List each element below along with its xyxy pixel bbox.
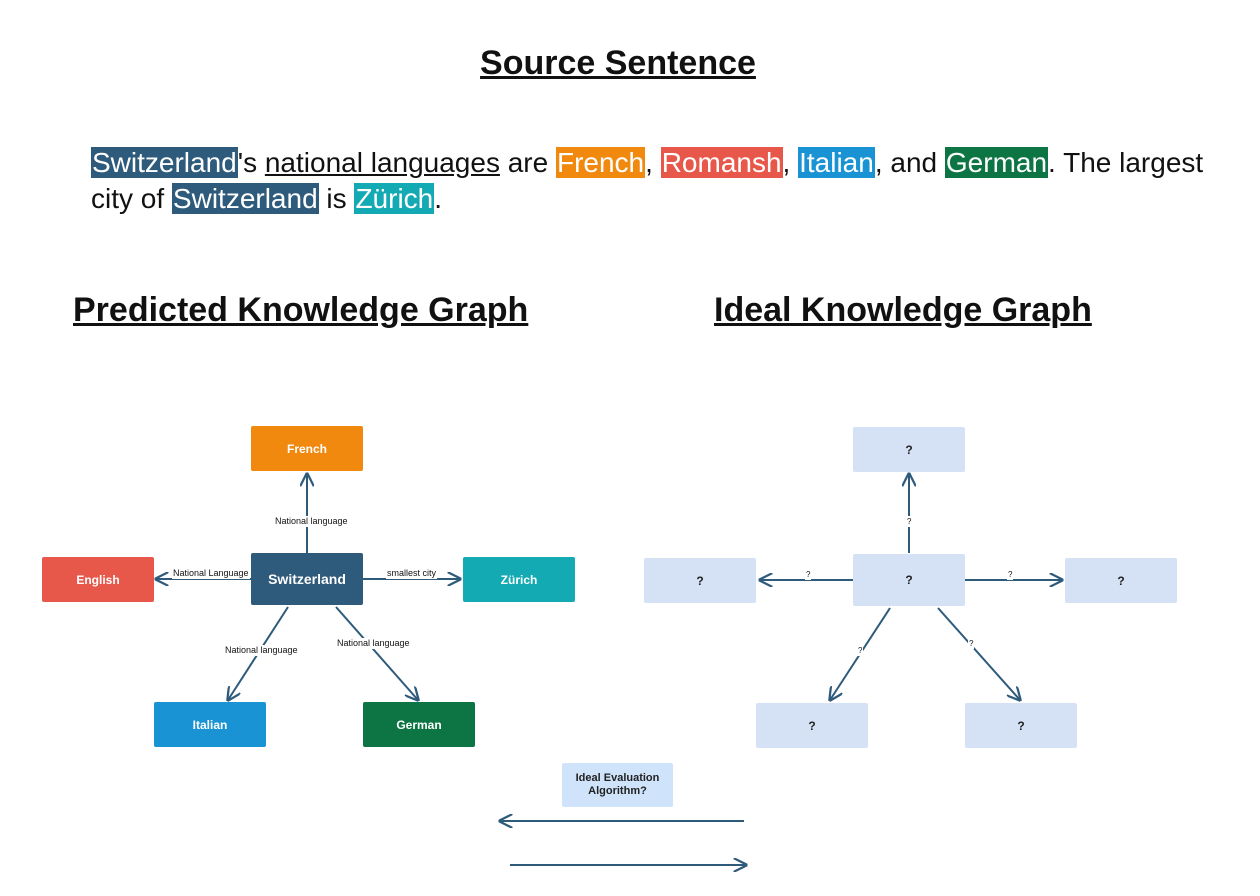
ideal-evaluation-algorithm-box: Ideal Evaluation Algorithm?: [562, 763, 673, 807]
sentence-text: ,: [782, 147, 799, 178]
entity-romansh: Romansh: [660, 147, 783, 178]
edge-label-french: National language: [274, 516, 349, 527]
node-italian: Italian: [154, 702, 266, 747]
entity-italian: Italian: [798, 147, 875, 178]
entity-zurich: Zürich: [354, 183, 435, 214]
ideal-edge-label-bottom-right: ?: [968, 638, 975, 649]
node-english: English: [42, 557, 154, 602]
node-german: German: [363, 702, 475, 747]
entity-switzerland: Switzerland: [171, 183, 319, 214]
edge-ideal-bottom-right: [937, 607, 1020, 700]
ideal-edge-label-bottom-left: ?: [857, 645, 864, 656]
algorithm-label-line2: Algorithm?: [588, 785, 647, 797]
edge-switzerland-german: [335, 606, 418, 700]
edge-label-german: National language: [336, 638, 411, 649]
source-sentence-title: Source Sentence: [480, 44, 756, 82]
ideal-edge-label-right: ?: [1007, 569, 1014, 580]
algorithm-label-line1: Ideal Evaluation: [575, 772, 660, 784]
sentence-text: are: [499, 147, 556, 178]
node-zurich: Zürich: [463, 557, 575, 602]
ideal-graph-heading: Ideal Knowledge Graph: [714, 291, 1092, 329]
node-french: French: [251, 426, 363, 471]
ideal-edge-label-left: ?: [805, 569, 812, 580]
entity-german: German: [944, 147, 1049, 178]
ideal-edge-label-top: ?: [906, 516, 913, 527]
sentence-text: , and: [874, 147, 945, 178]
sentence-text: ,: [645, 147, 661, 178]
source-sentence: Switzerland's national languages are Fre…: [91, 145, 1211, 217]
edge-label-zurich: smallest city: [386, 568, 438, 579]
entity-switzerland: Switzerland: [91, 147, 238, 178]
sentence-text: . The largest city of: [91, 147, 1204, 214]
ideal-node-bottom-right: ?: [965, 703, 1077, 748]
ideal-node-top: ?: [853, 427, 965, 472]
ideal-node-right: ?: [1065, 558, 1177, 603]
ideal-node-center: ?: [853, 554, 965, 606]
entity-french: French: [555, 147, 646, 178]
node-switzerland: Switzerland: [251, 553, 363, 605]
predicted-graph-heading: Predicted Knowledge Graph: [73, 291, 529, 329]
sentence-text: is: [318, 183, 355, 214]
edge-label-italian: National language: [224, 645, 299, 656]
sentence-text: 's: [237, 147, 265, 178]
relation-national-languages: national languages: [264, 147, 500, 178]
ideal-node-bottom-left: ?: [756, 703, 868, 748]
ideal-node-left: ?: [644, 558, 756, 603]
edge-label-english: National Language: [172, 568, 250, 579]
sentence-text: .: [434, 183, 443, 214]
